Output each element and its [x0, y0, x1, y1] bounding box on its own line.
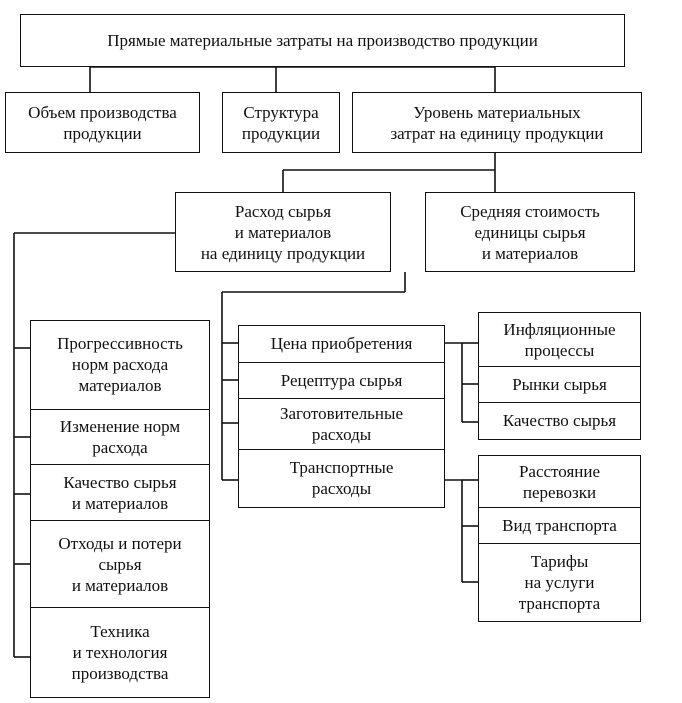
average-unit-cost-box: Средняя стоимость единицы сырья и матери… [425, 192, 635, 272]
raw-markets-cell: Рынки сырья [479, 367, 640, 403]
purchase-price-cell: Цена приобретения [239, 326, 444, 363]
price-factors-stack: Инфляционные процессы Рынки сырья Качест… [478, 312, 641, 440]
root-box: Прямые материальные затраты на производс… [20, 14, 625, 67]
cost-factors-stack: Цена приобретения Рецептура сырья Загото… [238, 325, 445, 508]
transport-type-cell: Вид транспорта [479, 508, 640, 544]
material-quality-cell: Качество сырья и материалов [31, 465, 209, 521]
technology-cell: Техника и технология производства [71, 622, 169, 684]
consumption-factors-stack: Прогрессивность норм расхода материалов … [30, 320, 210, 698]
progressive-norms-cell: Прогрессивность норм расхода материалов [31, 321, 209, 410]
consumption-per-unit-box: Расход сырья и материалов на единицу про… [175, 192, 391, 272]
inflation-cell: Инфляционные процессы [479, 313, 640, 368]
unit-cost-level-box: Уровень материальных затрат на единицу п… [352, 92, 642, 153]
raw-quality-cell: Качество сырья [502, 411, 617, 431]
raw-recipe-cell: Рецептура сырья [239, 363, 444, 400]
product-structure-box: Структура продукции [222, 92, 340, 153]
transport-factors-stack: Расстояние перевозки Вид транспорта Тари… [478, 455, 641, 622]
transport-costs-cell: Транспортные расходы [289, 458, 394, 499]
production-volume-box: Объем производства продукции [5, 92, 200, 153]
waste-losses-cell: Отходы и потери сырья и материалов [31, 521, 209, 609]
distance-cell: Расстояние перевозки [479, 456, 640, 509]
transport-tariffs-cell: Тарифы на услуги транспорта [518, 551, 601, 613]
procurement-costs-cell: Заготовительные расходы [239, 399, 444, 450]
norm-change-cell: Изменение норм расхода [31, 410, 209, 466]
